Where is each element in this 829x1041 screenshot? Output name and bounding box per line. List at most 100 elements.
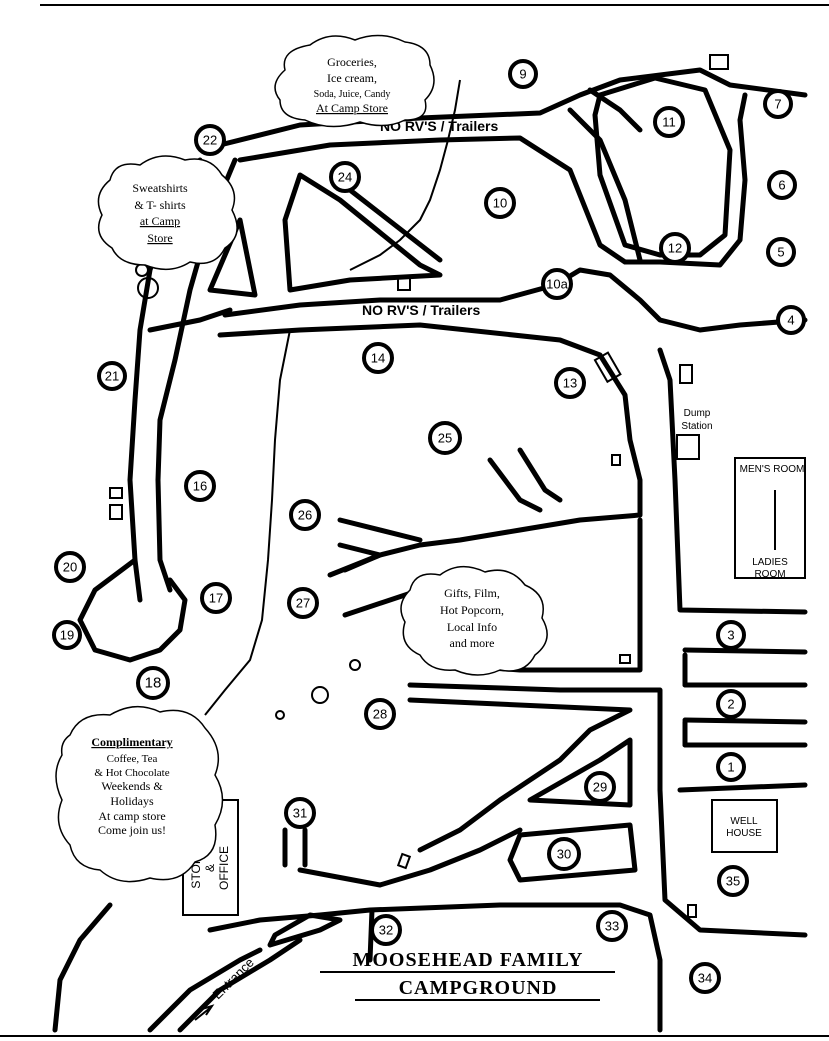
svg-text:25: 25 bbox=[438, 431, 452, 446]
svg-text:Dump: Dump bbox=[684, 408, 711, 419]
site-29[interactable]: 29 bbox=[584, 771, 616, 803]
site-35[interactable]: 35 bbox=[717, 865, 749, 897]
site-19[interactable]: 19 bbox=[52, 620, 82, 650]
svg-text:Local Info: Local Info bbox=[447, 620, 497, 634]
svg-text:17: 17 bbox=[209, 591, 223, 606]
svg-text:Groceries,: Groceries, bbox=[327, 55, 377, 69]
svg-text:19: 19 bbox=[60, 628, 74, 643]
restroom-building: MEN'S ROOM LADIES ROOM bbox=[734, 457, 806, 580]
svg-text:Gifts, Film,: Gifts, Film, bbox=[444, 586, 500, 600]
svg-text:Holidays: Holidays bbox=[110, 794, 154, 808]
svg-text:22: 22 bbox=[203, 133, 217, 148]
cloud-sweatshirts: Sweatshirts & T- shirts at Camp Store bbox=[97, 155, 238, 271]
svg-text:9: 9 bbox=[519, 67, 526, 82]
site-16[interactable]: 16 bbox=[184, 470, 216, 502]
site-14[interactable]: 14 bbox=[362, 342, 394, 374]
well-house: WELL HOUSE bbox=[711, 799, 778, 853]
svg-text:&: & bbox=[203, 864, 217, 872]
svg-text:34: 34 bbox=[698, 971, 712, 986]
svg-text:Hot Popcorn,: Hot Popcorn, bbox=[440, 603, 504, 617]
site-10a[interactable]: 10a bbox=[541, 268, 573, 300]
svg-text:LADIES: LADIES bbox=[752, 557, 788, 568]
site-24[interactable]: 24 bbox=[329, 161, 361, 193]
site-11[interactable]: 11 bbox=[653, 106, 685, 138]
site-25[interactable]: 25 bbox=[428, 421, 462, 455]
svg-text:5: 5 bbox=[777, 245, 784, 260]
campsites: 1 2 3 4 5 6 7 9 10 10a 11 12 13 14 16 17… bbox=[52, 59, 806, 994]
svg-text:20: 20 bbox=[63, 560, 77, 575]
site-31[interactable]: 31 bbox=[284, 797, 316, 829]
site-28[interactable]: 28 bbox=[364, 698, 396, 730]
site-21[interactable]: 21 bbox=[97, 361, 127, 391]
svg-text:27: 27 bbox=[296, 596, 310, 611]
svg-text:7: 7 bbox=[774, 97, 781, 112]
svg-text:6: 6 bbox=[778, 178, 785, 193]
svg-text:ROOM: ROOM bbox=[754, 569, 785, 580]
svg-text:At Camp Store: At Camp Store bbox=[316, 101, 388, 115]
site-10[interactable]: 10 bbox=[484, 187, 516, 219]
entrance-label: Entrance bbox=[194, 955, 257, 1021]
svg-text:18: 18 bbox=[145, 675, 162, 692]
site-34[interactable]: 34 bbox=[689, 962, 721, 994]
site-27[interactable]: 27 bbox=[287, 587, 319, 619]
svg-text:and more: and more bbox=[450, 636, 495, 650]
no-rv-label-top: NO RV'S / Trailers bbox=[380, 118, 498, 134]
svg-text:26: 26 bbox=[298, 508, 312, 523]
cloud-gifts: Gifts, Film, Hot Popcorn, Local Info and… bbox=[400, 566, 548, 676]
svg-text:Ice cream,: Ice cream, bbox=[327, 71, 377, 85]
cloud-complimentary: Complimentary Coffee, Tea & Hot Chocolat… bbox=[55, 706, 224, 883]
site-22[interactable]: 22 bbox=[194, 124, 226, 156]
svg-text:35: 35 bbox=[726, 874, 740, 889]
no-rv-label-middle: NO RV'S / Trailers bbox=[362, 302, 480, 318]
site-18[interactable]: 18 bbox=[136, 666, 170, 700]
svg-text:Soda, Juice, Candy: Soda, Juice, Candy bbox=[314, 89, 391, 100]
svg-text:1: 1 bbox=[727, 760, 734, 775]
svg-text:32: 32 bbox=[379, 923, 393, 938]
site-13[interactable]: 13 bbox=[554, 367, 586, 399]
site-4[interactable]: 4 bbox=[776, 305, 806, 335]
site-6[interactable]: 6 bbox=[767, 170, 797, 200]
site-1[interactable]: 1 bbox=[716, 752, 746, 782]
svg-text:31: 31 bbox=[293, 806, 307, 821]
svg-text:HOUSE: HOUSE bbox=[726, 828, 762, 839]
site-5[interactable]: 5 bbox=[766, 237, 796, 267]
dump-station: Dump Station bbox=[676, 408, 713, 460]
site-26[interactable]: 26 bbox=[289, 499, 321, 531]
svg-text:14: 14 bbox=[371, 351, 385, 366]
site-12[interactable]: 12 bbox=[659, 232, 691, 264]
svg-text:Complimentary: Complimentary bbox=[91, 735, 172, 749]
site-2[interactable]: 2 bbox=[716, 689, 746, 719]
site-9[interactable]: 9 bbox=[508, 59, 538, 89]
svg-text:OFFICE: OFFICE bbox=[217, 846, 231, 890]
svg-text:11: 11 bbox=[662, 115, 676, 130]
campground-title-line1: MOOSEHEAD FAMILY bbox=[352, 949, 583, 971]
svg-text:Weekends &: Weekends & bbox=[101, 779, 163, 793]
site-7[interactable]: 7 bbox=[763, 89, 793, 119]
svg-text:Station: Station bbox=[681, 421, 712, 432]
svg-text:29: 29 bbox=[593, 780, 607, 795]
svg-text:2: 2 bbox=[727, 697, 734, 712]
svg-text:& T- shirts: & T- shirts bbox=[134, 198, 186, 212]
svg-text:30: 30 bbox=[557, 847, 571, 862]
site-3[interactable]: 3 bbox=[716, 620, 746, 650]
site-32[interactable]: 32 bbox=[370, 914, 402, 946]
svg-text:24: 24 bbox=[338, 170, 352, 185]
svg-text:28: 28 bbox=[373, 707, 387, 722]
svg-text:13: 13 bbox=[563, 376, 577, 391]
svg-text:3: 3 bbox=[727, 628, 734, 643]
svg-text:WELL: WELL bbox=[730, 816, 758, 827]
svg-text:at Camp: at Camp bbox=[140, 214, 180, 228]
svg-text:Store: Store bbox=[147, 231, 172, 245]
site-17[interactable]: 17 bbox=[200, 582, 232, 614]
svg-text:Sweatshirts: Sweatshirts bbox=[132, 181, 188, 195]
svg-text:21: 21 bbox=[105, 369, 119, 384]
svg-text:12: 12 bbox=[668, 241, 682, 256]
svg-text:Come join us!: Come join us! bbox=[98, 823, 166, 837]
svg-text:10a: 10a bbox=[546, 277, 568, 292]
svg-text:4: 4 bbox=[787, 313, 794, 328]
site-20[interactable]: 20 bbox=[54, 551, 86, 583]
site-33[interactable]: 33 bbox=[596, 910, 628, 942]
svg-text:Coffee, Tea: Coffee, Tea bbox=[107, 753, 158, 765]
site-30[interactable]: 30 bbox=[547, 837, 581, 871]
